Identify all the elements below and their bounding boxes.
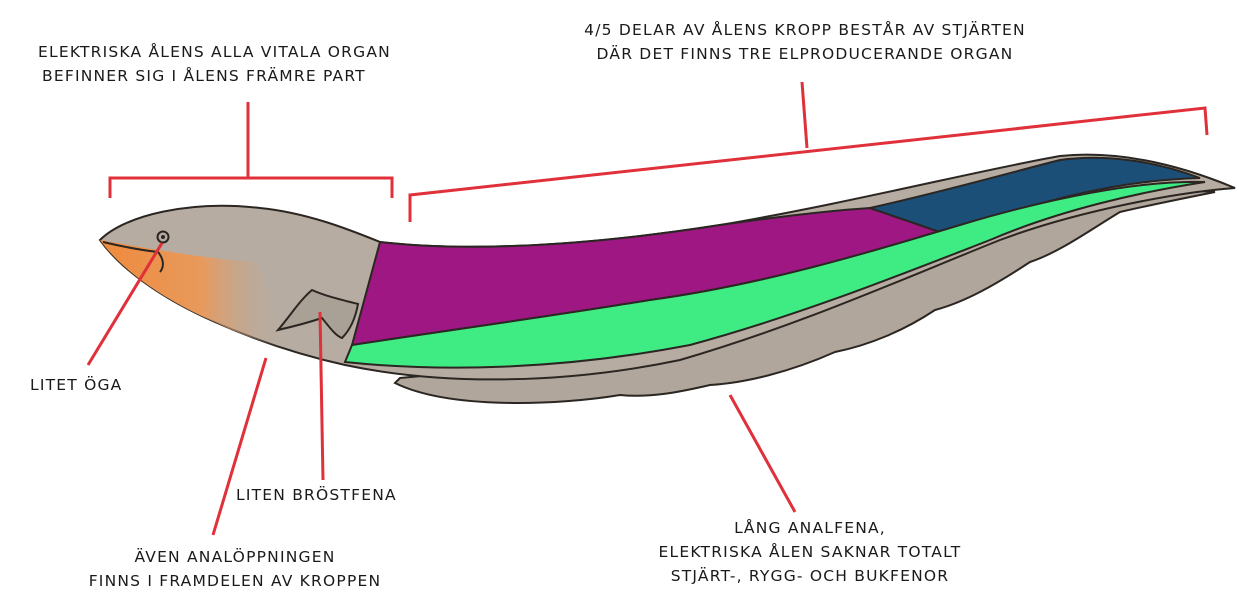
anal-fin-label-line1: LÅNG ANALFENA, xyxy=(595,516,1025,540)
anal-opening-label-line1: ÄVEN ANALÖPPNINGEN xyxy=(45,545,425,569)
anal-opening-label-line2: FINNS I FRAMDELEN AV KROPPEN xyxy=(45,569,425,593)
front-organs-bracket xyxy=(110,102,392,198)
anal-fin-label-line3: STJÄRT-, RYGG- OCH BUKFENOR xyxy=(595,564,1025,588)
pectoral-fin-text: LITEN BRÖSTFENA xyxy=(236,483,426,507)
tail-organs-label: 4/5 DELAR AV ÅLENS KROPP BESTÅR AV STJÄR… xyxy=(505,18,1105,66)
front-organs-label-line2: BEFINNER SIG I ÅLENS FRÄMRE PART xyxy=(38,64,458,88)
small-eye-label: LITET ÖGA xyxy=(30,373,170,397)
tail-organs-label-line1: 4/5 DELAR AV ÅLENS KROPP BESTÅR AV STJÄR… xyxy=(505,18,1105,42)
eye-pupil xyxy=(161,235,165,239)
small-eye-text: LITET ÖGA xyxy=(30,373,170,397)
anal-opening-pointer xyxy=(213,358,266,535)
anal-fin-pointer xyxy=(730,395,795,512)
anal-fin-label: LÅNG ANALFENA, ELEKTRISKA ÅLEN SAKNAR TO… xyxy=(595,516,1025,588)
anal-opening-label: ÄVEN ANALÖPPNINGEN FINNS I FRAMDELEN AV … xyxy=(45,545,425,593)
pectoral-fin-label: LITEN BRÖSTFENA xyxy=(236,483,426,507)
anal-fin-label-line2: ELEKTRISKA ÅLEN SAKNAR TOTALT xyxy=(595,540,1025,564)
front-organs-label: ELEKTRISKA ÅLENS ALLA VITALA ORGAN BEFIN… xyxy=(38,40,458,88)
front-organs-label-line1: ELEKTRISKA ÅLENS ALLA VITALA ORGAN xyxy=(38,40,458,64)
tail-organs-label-line2: DÄR DET FINNS TRE ELPRODUCERANDE ORGAN xyxy=(505,42,1105,66)
